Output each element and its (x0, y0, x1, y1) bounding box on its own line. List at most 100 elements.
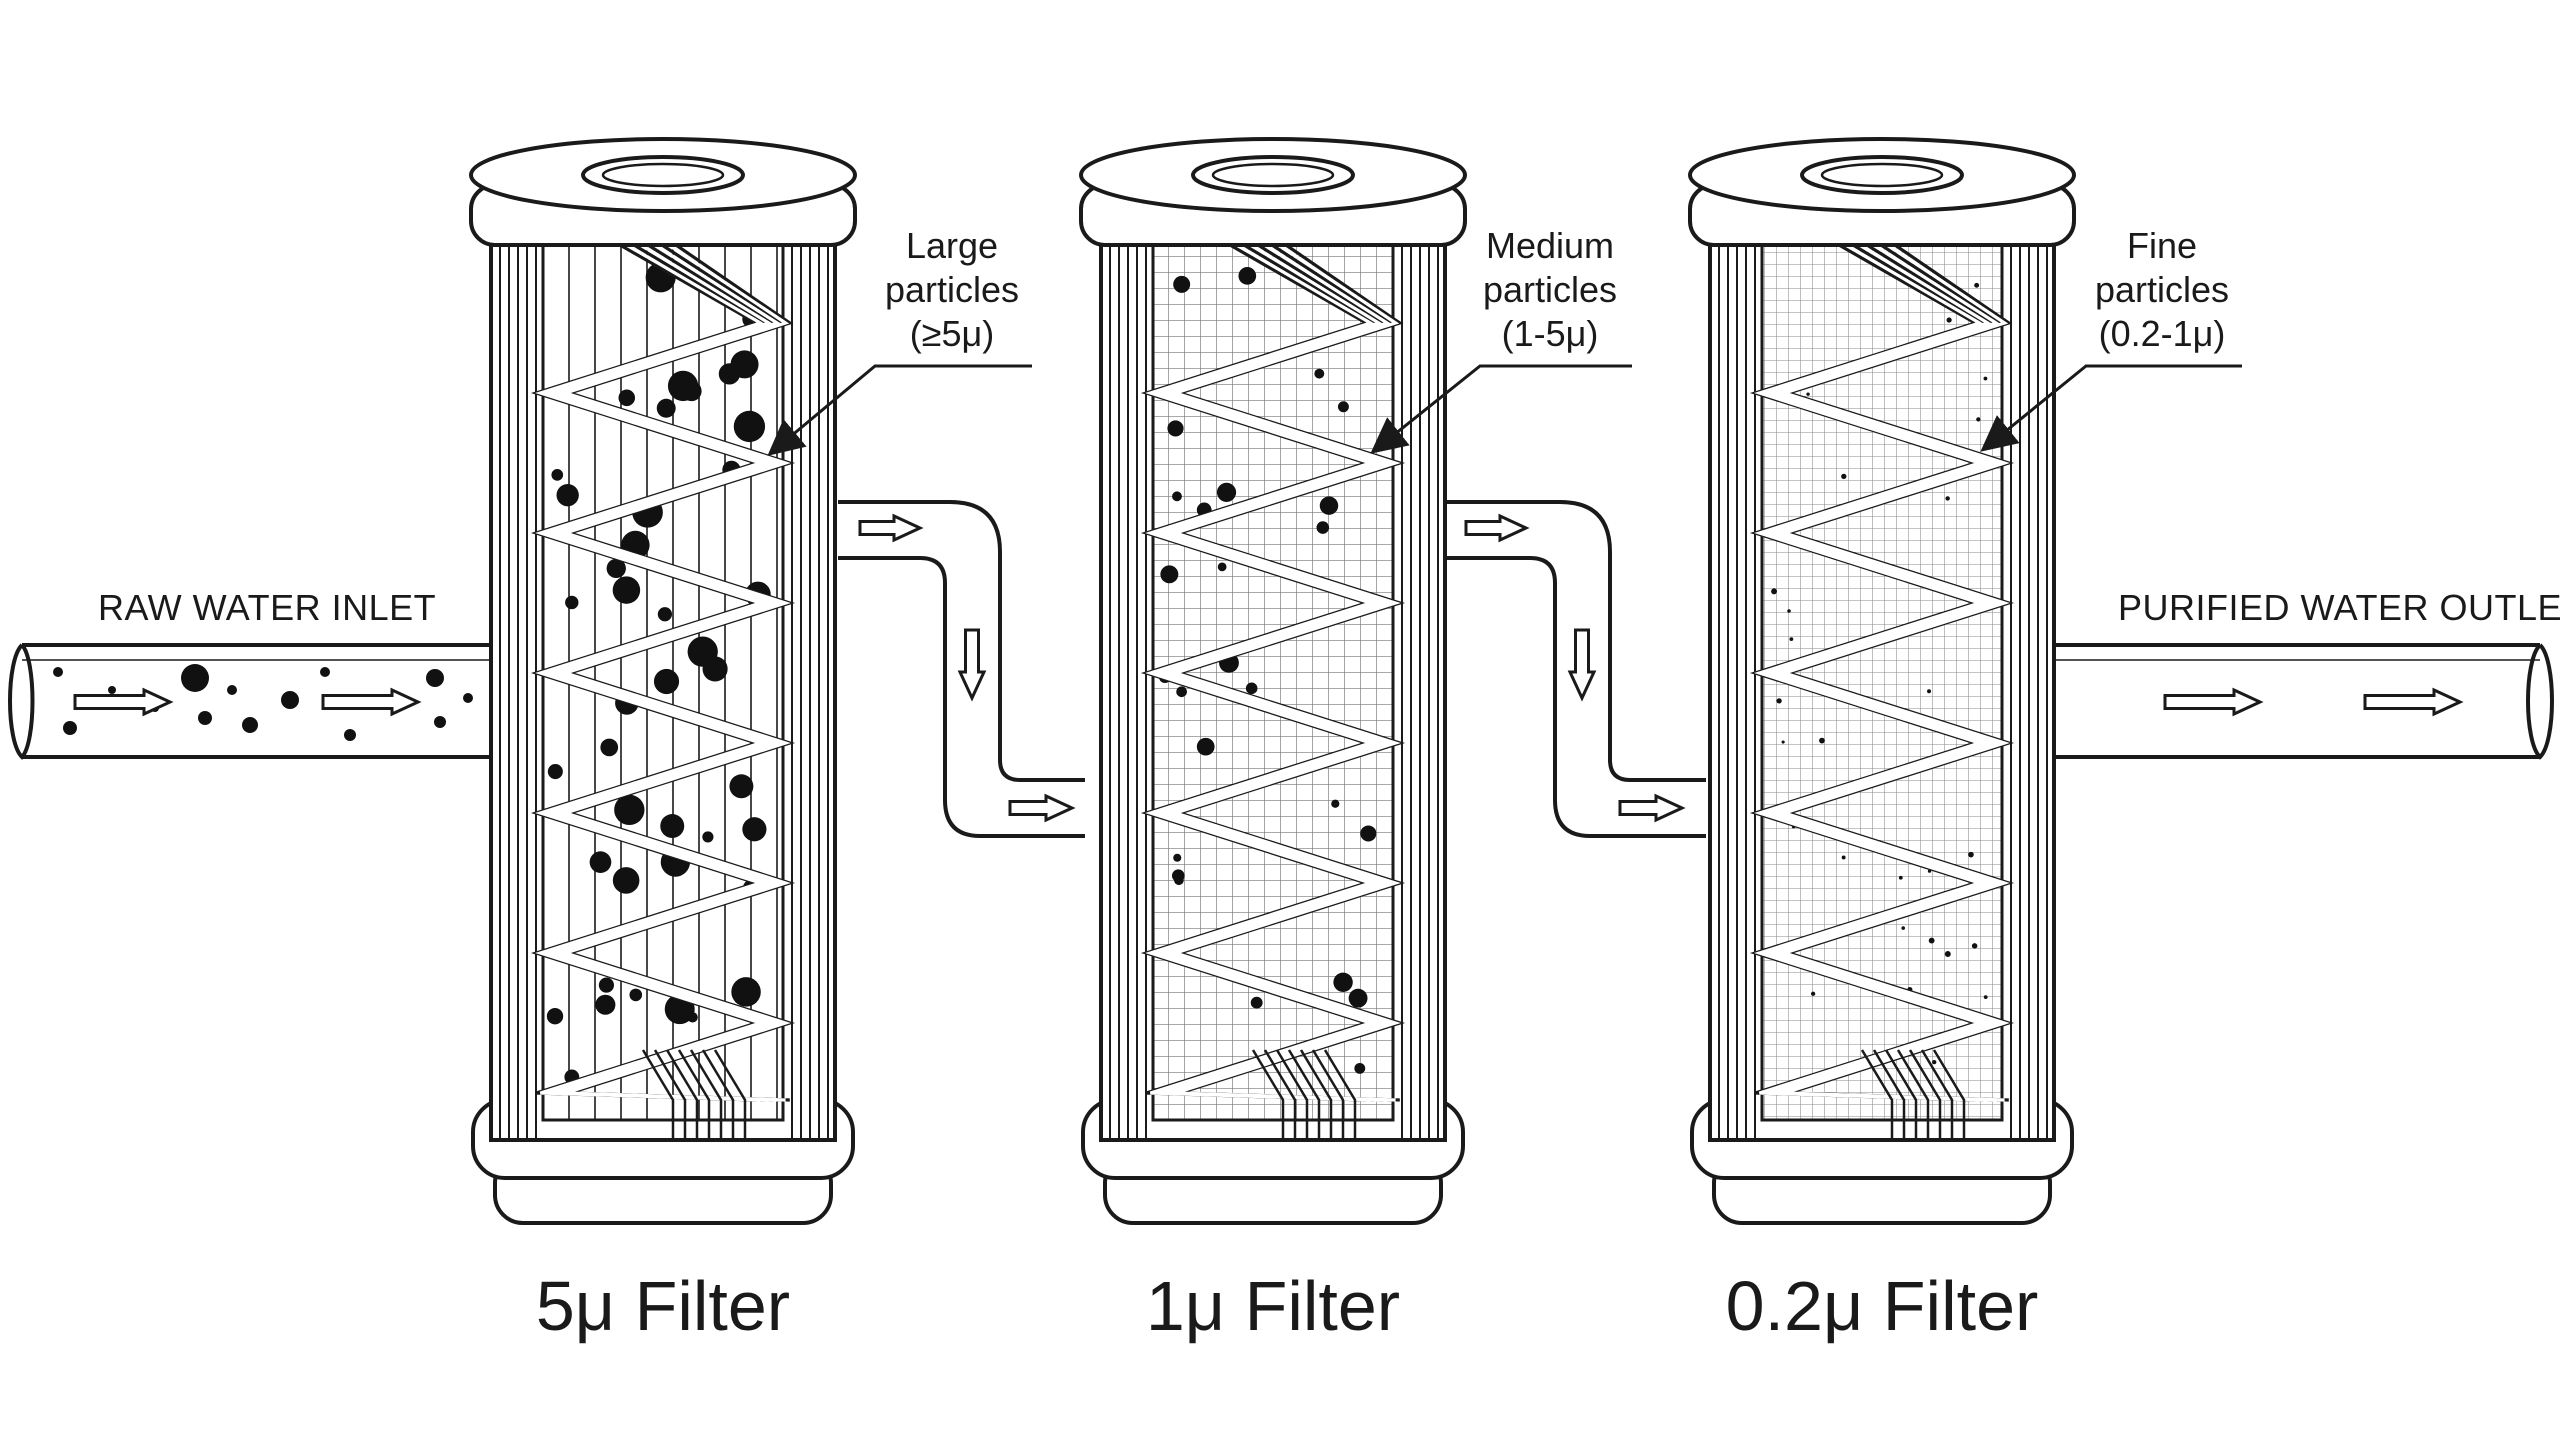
filter-pleat-strips (499, 225, 829, 1140)
particle (1216, 482, 1237, 502)
particle (1944, 951, 1951, 957)
particle (1946, 317, 1952, 323)
inlet-flow-arrows (73, 687, 422, 717)
particle (242, 717, 258, 733)
callout-large-particles: Large particles (≥5μ) (767, 225, 1032, 456)
particle (547, 764, 563, 780)
particle (1810, 991, 1816, 996)
particle (657, 607, 673, 622)
particle (546, 1008, 564, 1025)
particle (730, 350, 759, 379)
outlet-label: PURIFIED WATER OUTLET (2118, 587, 2560, 628)
particle (1841, 473, 1847, 479)
filter-zigzag-pleats (1749, 243, 2015, 1140)
particle (181, 664, 209, 692)
particle (1787, 609, 1791, 613)
particle (614, 794, 645, 826)
callout-medium-particles: Medium particles (1-5μ) (1370, 225, 1632, 454)
particle (729, 774, 754, 799)
particle (687, 1012, 698, 1023)
particle (1901, 926, 1905, 930)
particle (1806, 392, 1810, 396)
particle (1250, 996, 1263, 1009)
particle (1976, 417, 1981, 422)
particle (1927, 689, 1931, 694)
particle (702, 656, 728, 682)
particle (1316, 521, 1330, 534)
inlet-pipe (8, 643, 492, 760)
particle (1245, 682, 1258, 695)
particle (1354, 1062, 1366, 1074)
particle (1173, 853, 1182, 862)
particle (1196, 737, 1215, 756)
particle (656, 398, 676, 418)
flow-arrow (1618, 793, 1686, 823)
filter-5-micron (469, 137, 857, 1225)
particle (426, 669, 444, 687)
callout-line-1: Large (906, 225, 998, 266)
particle (595, 994, 616, 1015)
particle (53, 667, 63, 677)
particle (1217, 562, 1227, 572)
particle (733, 410, 766, 443)
flow-arrow (1464, 513, 1530, 543)
particle (1932, 1059, 1937, 1065)
callout-line-3: (≥5μ) (910, 313, 995, 354)
particle (1238, 266, 1257, 285)
particle (731, 977, 761, 1007)
particle (742, 817, 767, 842)
particle (1172, 491, 1182, 502)
particle (1819, 737, 1825, 744)
particle (1983, 376, 1988, 381)
particle (1167, 420, 1184, 437)
connector-pipe-2 (1444, 500, 1706, 838)
particle (1841, 855, 1846, 860)
filter-top-port-inner (601, 162, 725, 188)
connector-flow-arrows (858, 513, 1686, 823)
particle (1160, 565, 1179, 584)
particle (1173, 275, 1191, 293)
particle (612, 576, 641, 604)
particle (227, 685, 237, 695)
callout-line-3: (0.2-1μ) (2099, 313, 2226, 354)
particle (344, 729, 356, 741)
particle (1333, 972, 1353, 992)
outlet-pipe (2052, 643, 2554, 760)
filter-1-micron (1079, 137, 1467, 1225)
particle (1971, 943, 1978, 949)
particle (1337, 401, 1349, 413)
particle (653, 668, 680, 695)
flow-arrow (2363, 687, 2464, 717)
particle (1171, 869, 1185, 883)
particle (63, 721, 77, 735)
particle (551, 469, 564, 481)
flow-arrow (858, 513, 924, 543)
particle (702, 831, 714, 843)
flow-arrow (321, 687, 422, 717)
particle (1781, 740, 1785, 744)
particle (1319, 496, 1339, 515)
particle (600, 738, 619, 757)
filter-pleat-strips (1718, 225, 2048, 1140)
filter-top-port-inner (1211, 162, 1335, 188)
flow-arrow (1567, 628, 1597, 702)
filter-name-5-micron: 5μ Filter (536, 1267, 790, 1345)
particle (1945, 496, 1950, 501)
callout-line-1: Medium (1486, 225, 1614, 266)
connector-pipe-1 (838, 500, 1085, 838)
particle (606, 558, 626, 579)
particle (1968, 851, 1974, 858)
particle (589, 851, 612, 874)
particle (618, 389, 636, 407)
filter-name-1-micron: 1μ Filter (1146, 1267, 1400, 1345)
particle (434, 716, 446, 728)
filter-top-port-inner (1820, 162, 1944, 188)
filter-0-2-micron (1688, 137, 2076, 1225)
particle (1974, 282, 1980, 288)
particle (1789, 637, 1794, 642)
particle (281, 691, 299, 709)
flow-arrow (2163, 687, 2264, 717)
particle (108, 686, 116, 694)
outlet-flow-arrows (2163, 687, 2464, 717)
